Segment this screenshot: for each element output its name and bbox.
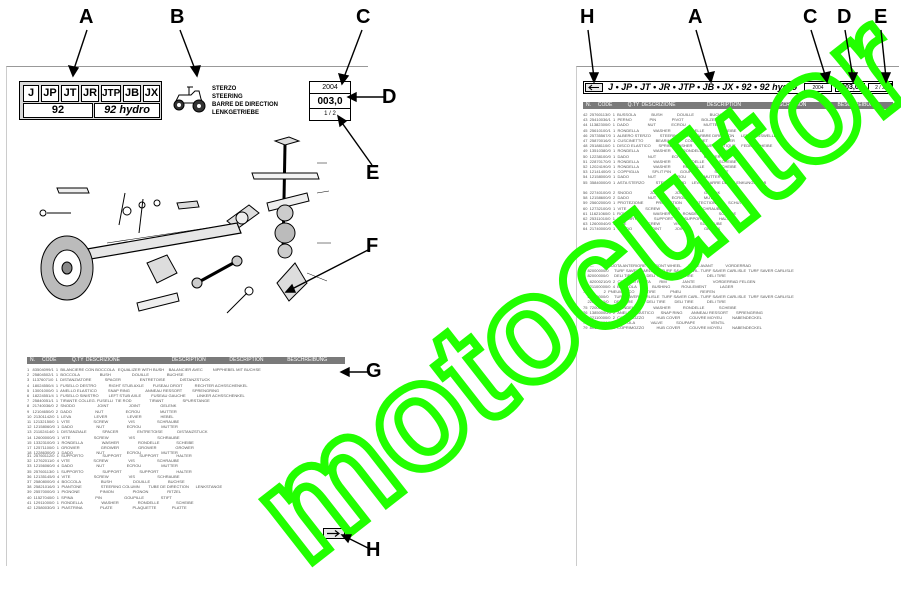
next-page-button[interactable] bbox=[323, 528, 345, 539]
col-n: N. bbox=[30, 357, 35, 363]
col-desc-de: BESCHREIBUNG bbox=[837, 102, 878, 108]
col-desc-it: DESCRIZIONE bbox=[85, 357, 120, 363]
right-parts-rows-2: 71 --- 2 RUOTA ANTERIORE FRONT WHEEL ROU… bbox=[583, 263, 794, 331]
model-92-hydro: 92 hydro bbox=[94, 103, 160, 118]
right-year: 2004 bbox=[804, 83, 832, 92]
group-titles: STERZO STEERING BARRE DE DIRECTION LENKG… bbox=[212, 85, 278, 117]
callout-right-C: C bbox=[803, 6, 818, 28]
right-header-models: J • JP • JT • JR • JTP • JB • JX • 92 • … bbox=[608, 82, 798, 92]
group-title-it: STERZO bbox=[212, 86, 237, 92]
callout-left-F: F bbox=[366, 235, 379, 257]
col-desc-fr: DESCRIPTION bbox=[772, 102, 807, 108]
right-table-header: N. CODE Q.TY DESCRIZIONE DESCRIPTION DES… bbox=[583, 102, 893, 109]
year-label: 2004 bbox=[310, 82, 350, 94]
col-code: CODE bbox=[41, 357, 57, 363]
left-table-header: N. CODE Q.TY DESCRIZIONE DESCRIPTION DES… bbox=[27, 357, 345, 364]
left-parts-rows-2: 31 25760112/0 1 SUPPORTO SUPPORT SUPPORT… bbox=[27, 453, 223, 511]
left-catalog-page: J JP JT JR JTP JB JX 92 92 hydro STERZO … bbox=[6, 66, 368, 566]
callout-arrows bbox=[67, 29, 892, 549]
model-JB: JB bbox=[123, 85, 141, 102]
doc-meta-box: 2004 003,0 1 / 2 bbox=[309, 81, 351, 121]
page-number: 1 / 2 bbox=[324, 111, 336, 117]
callout-left-D: D bbox=[382, 86, 397, 108]
callout-left-C: C bbox=[356, 6, 371, 28]
right-parts-rows-1: 42 25760113/0 1 BUSSOLA BUSH DOUILLE BUC… bbox=[583, 112, 777, 232]
callout-right-H: H bbox=[580, 6, 595, 28]
right-catalog-page: J • JP • JT • JR • JTP • JB • JX • 92 • … bbox=[576, 66, 899, 566]
callout-left-A: A bbox=[79, 6, 94, 28]
right-group-code: 003,0 bbox=[835, 83, 865, 92]
callout-left-B: B bbox=[170, 6, 185, 28]
tractor-icon bbox=[169, 81, 209, 115]
steering-exploded-diagram bbox=[39, 136, 331, 314]
col-code: CODE bbox=[597, 102, 613, 108]
left-parts-rows-1: 1 83504099/1 1 BILANCIERE CON BOCCOLA EQ… bbox=[27, 367, 261, 456]
callout-left-H: H bbox=[366, 539, 381, 561]
col-n: N. bbox=[586, 102, 591, 108]
callout-right-D: D bbox=[837, 6, 852, 28]
model-JR: JR bbox=[81, 85, 99, 102]
callout-right-E: E bbox=[874, 6, 888, 28]
col-desc-it: DESCRIZIONE bbox=[641, 102, 676, 108]
model-JTP: JTP bbox=[101, 85, 121, 102]
arrow-right-icon bbox=[327, 530, 340, 537]
group-title-de: LENKGETRIEBE bbox=[212, 110, 260, 116]
group-code: 003,0 bbox=[310, 94, 350, 109]
group-title-en: STEERING bbox=[212, 94, 243, 100]
col-desc-en: DESCRIPTION bbox=[171, 357, 206, 363]
group-title-fr: BARRE DE DIRECTION bbox=[212, 102, 279, 108]
col-desc-de: BESCHREIBUNG bbox=[287, 357, 328, 363]
col-desc-fr: DESCRIPTION bbox=[229, 357, 264, 363]
callout-left-G: G bbox=[366, 360, 382, 382]
right-page-number: 2 / 2 bbox=[868, 83, 892, 92]
callout-left-E: E bbox=[366, 162, 380, 184]
model-JX: JX bbox=[143, 85, 160, 102]
model-JP: JP bbox=[41, 85, 59, 102]
model-J: J bbox=[23, 85, 39, 102]
col-qty: Q.TY bbox=[627, 102, 640, 108]
col-qty: Q.TY bbox=[71, 357, 84, 363]
model-92: 92 bbox=[23, 103, 93, 118]
model-header-box: J JP JT JR JTP JB JX 92 92 hydro bbox=[19, 81, 162, 120]
col-desc-en: DESCRIPTION bbox=[706, 102, 741, 108]
model-JT: JT bbox=[61, 85, 79, 102]
arrow-left-icon bbox=[588, 84, 599, 91]
callout-right-A: A bbox=[688, 6, 703, 28]
